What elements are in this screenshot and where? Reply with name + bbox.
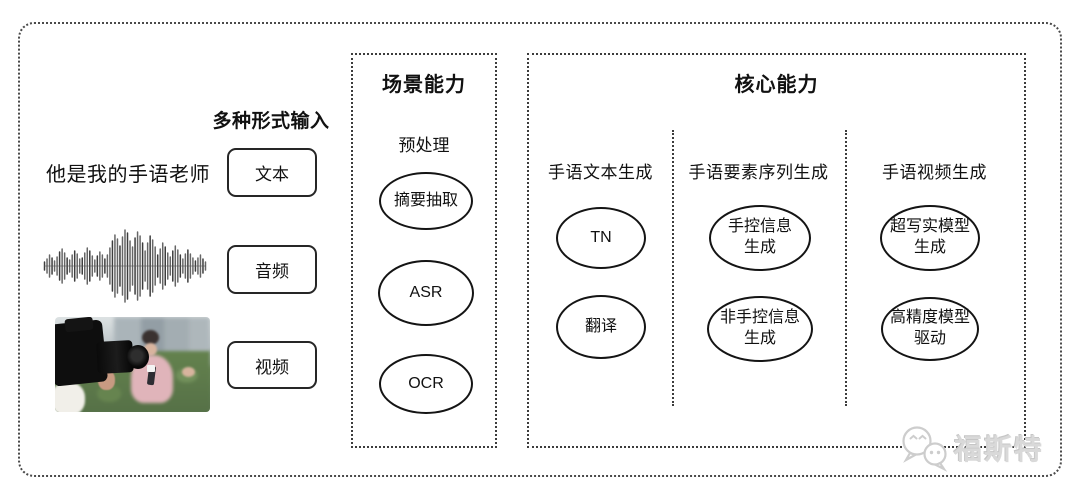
photo-cameraman-shirt — [55, 381, 85, 412]
node-tn: TN — [556, 207, 646, 269]
photo-reporter-hand — [182, 367, 196, 378]
input-type-audio-label: 音频 — [255, 262, 289, 281]
column-divider — [845, 130, 847, 406]
node-label: 高精度模型 — [889, 309, 970, 327]
scene-box-title: 场景能力 — [382, 74, 466, 96]
photo-microphone-badge — [147, 364, 156, 372]
column-header-sl-element-sequence-generation: 手语要素序列生成 — [688, 163, 829, 182]
photo-camera-lens — [127, 345, 149, 369]
column-header-sl-text-generation: 手语文本生成 — [548, 163, 653, 182]
core-box-title: 核心能力 — [734, 74, 819, 96]
input-type-video-box: 视频 — [227, 341, 317, 389]
node-label: 手控信息 — [727, 218, 792, 236]
input-type-audio-box: 音频 — [227, 245, 317, 294]
node-label-line2: 生成 — [743, 239, 776, 256]
reporter-photo — [55, 317, 210, 412]
node-asr: ASR — [378, 260, 474, 326]
watermark-text: 福斯特 — [954, 434, 1045, 465]
column-header-sl-video-generation: 手语视频生成 — [882, 163, 987, 182]
scene-capability-box: 场景能力 预处理 摘要抽取 ASR OCR — [351, 53, 497, 448]
node-label: ASR — [409, 283, 443, 301]
node-label: 摘要抽取 — [393, 191, 458, 209]
chat-bubbles-icon — [902, 426, 948, 472]
node-label: 非手控信息 — [719, 309, 800, 327]
sample-sentence-text: 他是我的手语老师 — [46, 164, 210, 186]
scene-box-subtitle: 预处理 — [398, 136, 450, 155]
column-divider — [672, 130, 674, 406]
input-type-text-label: 文本 — [255, 165, 289, 184]
photo-reporter-hair — [141, 330, 159, 346]
node-ocr: OCR — [379, 354, 473, 414]
node-high-precision-model-driving: 高精度模型 驱动 — [881, 297, 979, 361]
node-manual-info-generation: 手控信息 生成 — [709, 205, 811, 271]
node-label-line2: 生成 — [913, 239, 946, 256]
node-hyperrealistic-model-generation: 超写实模型 生成 — [880, 205, 980, 271]
input-type-text-box: 文本 — [227, 148, 317, 197]
node-summary-extraction: 摘要抽取 — [379, 172, 473, 230]
node-label-line2: 生成 — [743, 330, 776, 347]
node-non-manual-info-generation: 非手控信息 生成 — [707, 296, 813, 362]
input-type-video-label: 视频 — [255, 357, 289, 377]
input-section-label: 多种形式输入 — [212, 111, 330, 132]
node-label: TN — [590, 228, 612, 246]
node-translation: 翻译 — [556, 295, 646, 359]
node-label-line2: 驱动 — [913, 330, 946, 347]
watermark: 福斯特 — [898, 424, 1044, 472]
node-label: 超写实模型 — [889, 218, 970, 236]
node-label: 翻译 — [584, 317, 617, 335]
node-label: OCR — [408, 374, 444, 392]
audio-waveform-icon — [43, 229, 207, 303]
outer-dotted-border — [18, 22, 1062, 477]
core-capability-box: 核心能力 手语文本生成 手语要素序列生成 手语视频生成 TN 翻译 手控信息 生… — [527, 53, 1026, 448]
